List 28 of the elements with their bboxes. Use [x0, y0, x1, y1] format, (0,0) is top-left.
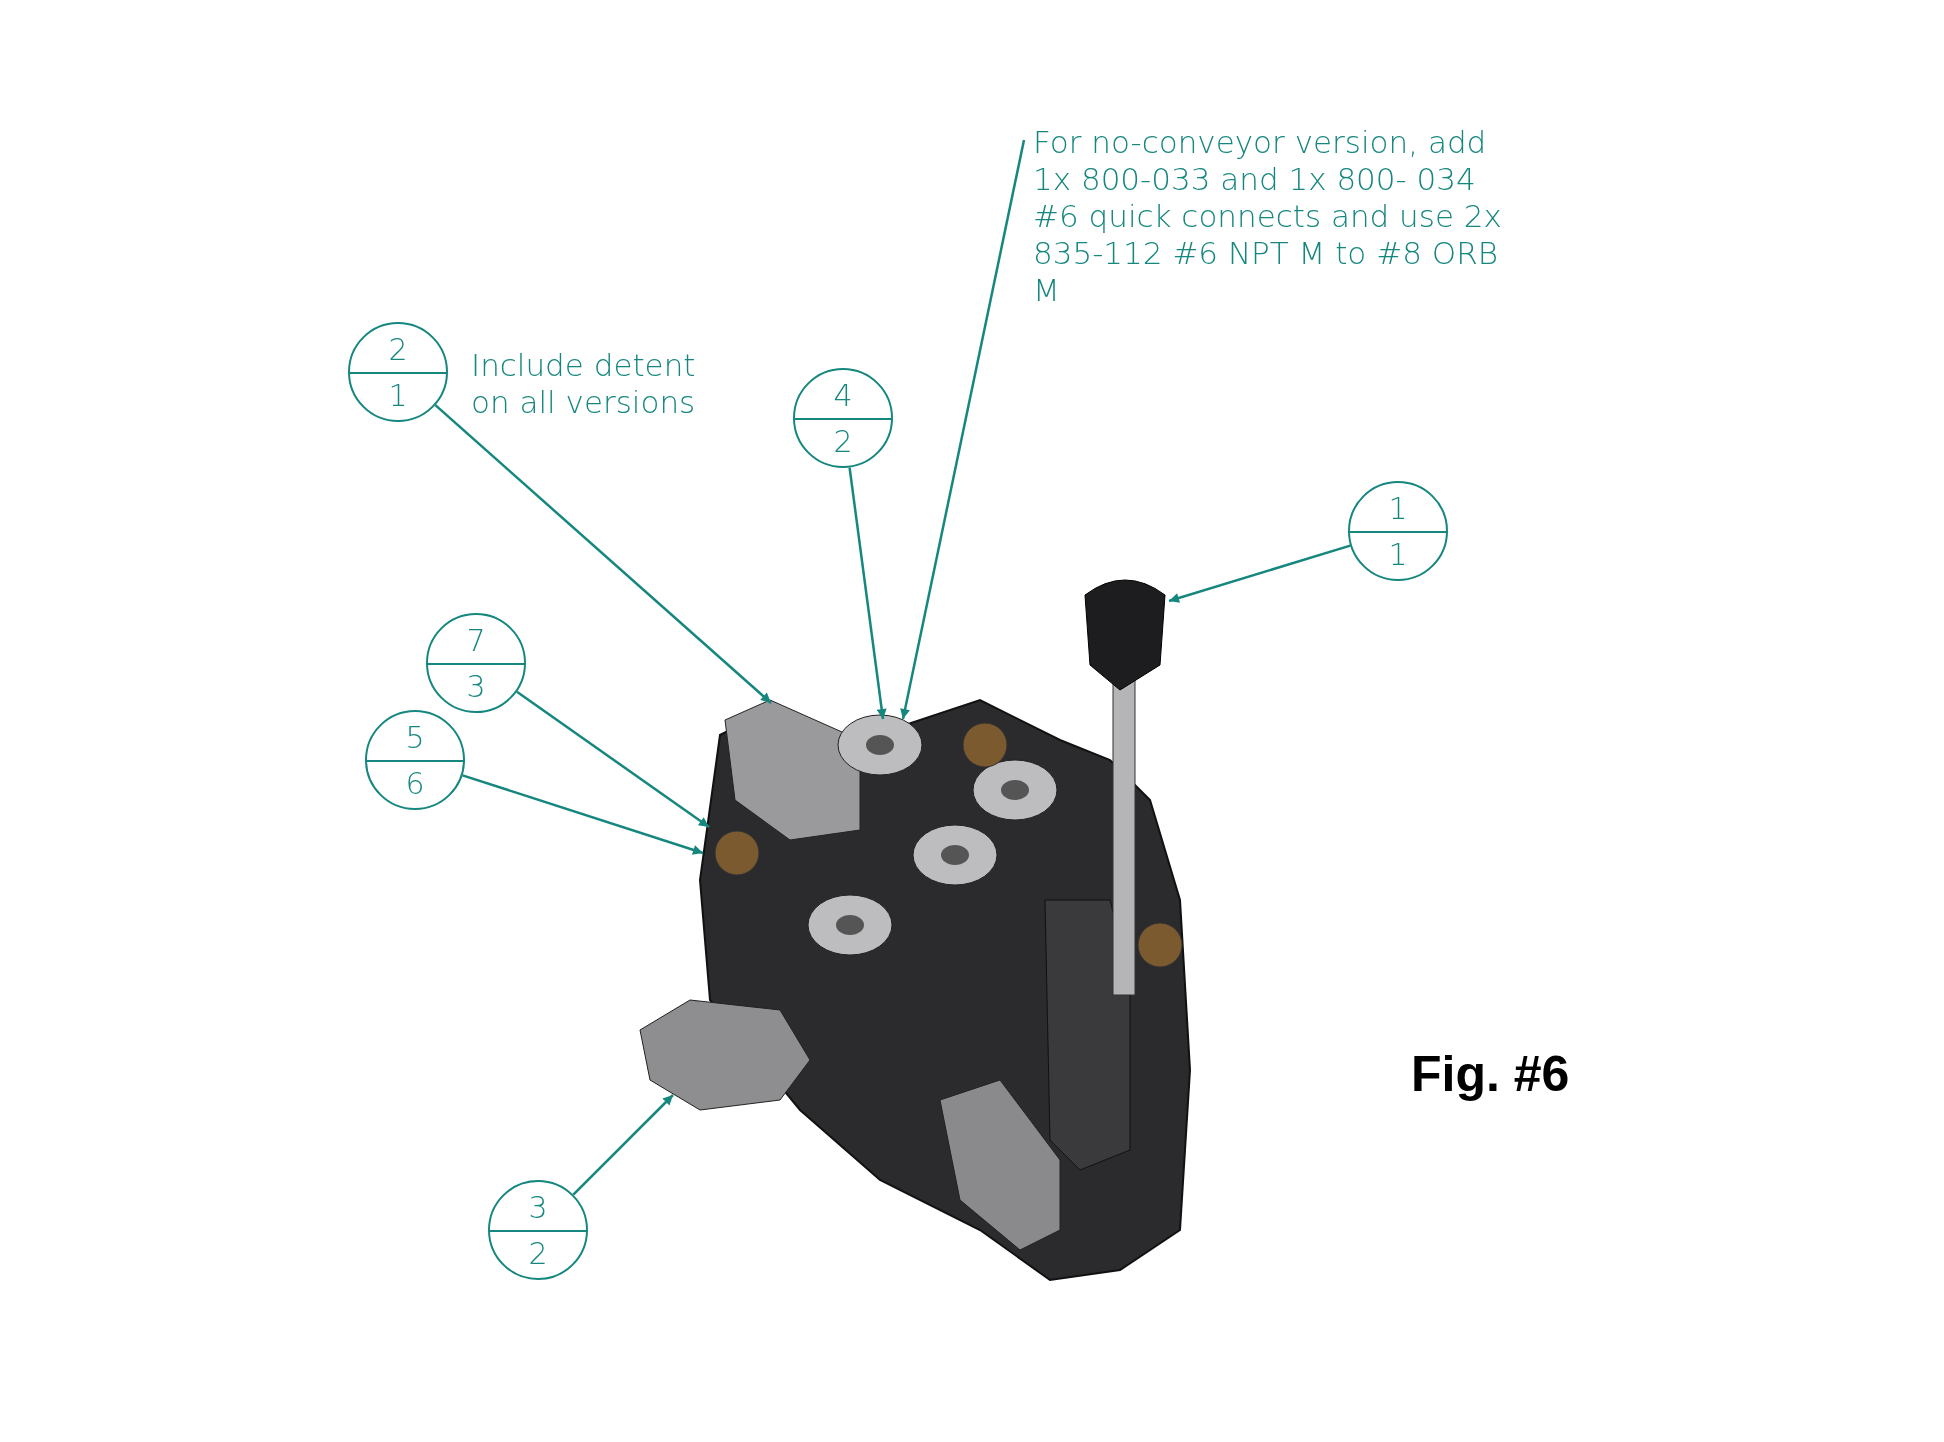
item-number: 1	[1387, 491, 1409, 527]
note-text: Include detent on all versions	[471, 347, 697, 421]
quantity: 1	[387, 378, 409, 414]
quantity: 2	[832, 424, 854, 460]
callout-balloon	[1348, 481, 1448, 581]
item-number: 3	[527, 1190, 549, 1226]
leader-line	[434, 404, 772, 704]
callout-balloon	[426, 613, 526, 713]
leader-line	[1168, 544, 1351, 603]
item-number: 2	[387, 332, 409, 368]
callout-balloon	[793, 368, 893, 468]
callout-balloon	[365, 710, 465, 810]
quantity: 1	[1387, 537, 1409, 573]
leader-line	[848, 467, 887, 720]
leader-line	[900, 139, 1026, 720]
leader-line	[516, 690, 710, 829]
item-number: 4	[832, 378, 854, 414]
callout-balloon	[348, 322, 448, 422]
item-number: 5	[404, 720, 426, 756]
leader-line	[572, 1094, 674, 1196]
note-text: For no-conveyor version, add 1x 800-033 and 1x 800- 034 #6 quick connects and use 2x 835-112 #6 NPT M to #8 ORB M	[1033, 124, 1513, 309]
quantity: 3	[465, 669, 487, 705]
figure-caption: Fig. #6	[1411, 1045, 1570, 1103]
leader-line	[462, 774, 704, 855]
quantity: 2	[527, 1236, 549, 1272]
callout-balloon	[488, 1180, 588, 1280]
quantity: 6	[404, 766, 426, 802]
item-number: 7	[465, 623, 487, 659]
